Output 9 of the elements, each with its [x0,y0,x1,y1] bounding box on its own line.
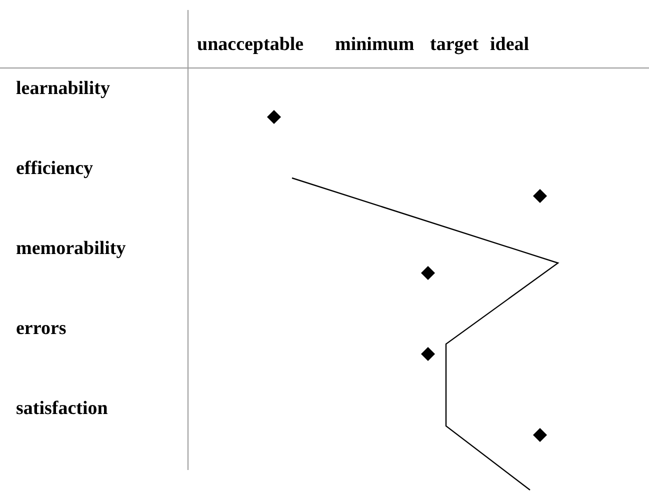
row-label: errors [16,318,66,340]
column-header: ideal [490,34,530,56]
row-label: satisfaction [16,398,108,420]
column-header: minimum [335,34,414,56]
row-label: learnability [16,78,110,100]
row-label: efficiency [16,158,94,180]
column-header: unacceptable [197,34,304,56]
row-label: memorability [16,238,126,260]
column-header: target [430,34,479,56]
